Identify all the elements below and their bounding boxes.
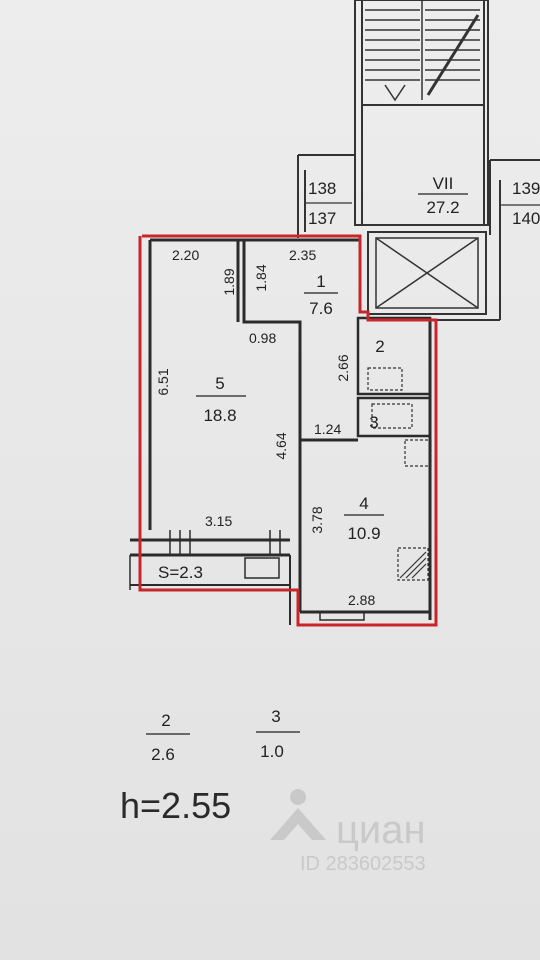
dim-2-88: 2.88 xyxy=(348,592,375,608)
legend-3-value: 1.0 xyxy=(260,742,284,761)
room-5-number: 5 xyxy=(215,374,224,393)
room-3-number: 3 xyxy=(369,413,378,432)
dim-2-66: 2.66 xyxy=(335,354,351,381)
apartment-outline xyxy=(138,234,438,627)
elevator-shaft xyxy=(367,231,500,321)
room-4-area: 10.9 xyxy=(347,524,380,543)
dim-0-98: 0.98 xyxy=(249,330,276,346)
neighbor-left xyxy=(297,154,355,238)
room-5-area: 18.8 xyxy=(203,406,236,425)
watermark-id: ID 283602553 xyxy=(300,853,426,875)
dim-3-15: 3.15 xyxy=(205,513,232,529)
neighbor-right xyxy=(489,159,540,320)
legend-3-number: 3 xyxy=(271,707,280,726)
room-4-number: 4 xyxy=(359,494,368,513)
room-2-number: 2 xyxy=(375,337,384,356)
kitchen-stove-hatch xyxy=(399,551,427,579)
dim-1-84: 1.84 xyxy=(253,264,269,291)
watermark-brand: циан xyxy=(336,808,426,852)
stair-area: 27.2 xyxy=(426,198,459,217)
room-1-number: 1 xyxy=(316,272,325,291)
legend-2-value: 2.6 xyxy=(151,745,175,764)
dim-1-24: 1.24 xyxy=(314,421,341,437)
neighbor-140: 140 xyxy=(512,209,540,228)
stair-block xyxy=(354,0,489,226)
cian-logo-icon xyxy=(270,789,326,840)
dim-1-89: 1.89 xyxy=(221,268,237,295)
room-1-area: 7.6 xyxy=(309,299,333,318)
dim-2-35: 2.35 xyxy=(289,247,316,263)
ceiling-height: h=2.55 xyxy=(120,785,231,826)
legend-2-number: 2 xyxy=(161,711,170,730)
stair-label: VII xyxy=(433,174,454,193)
bathroom-fixtures xyxy=(367,367,432,581)
neighbor-138: 138 xyxy=(308,179,336,198)
neighbor-137: 137 xyxy=(308,209,336,228)
dim-6-51: 6.51 xyxy=(155,368,171,395)
balcony-area: S=2.3 xyxy=(158,563,203,582)
dim-3-78: 3.78 xyxy=(309,506,325,533)
dim-2-20: 2.20 xyxy=(172,247,199,263)
apartment-walls xyxy=(129,238,432,625)
dim-4-64: 4.64 xyxy=(273,432,289,459)
neighbor-139: 139 xyxy=(512,179,540,198)
